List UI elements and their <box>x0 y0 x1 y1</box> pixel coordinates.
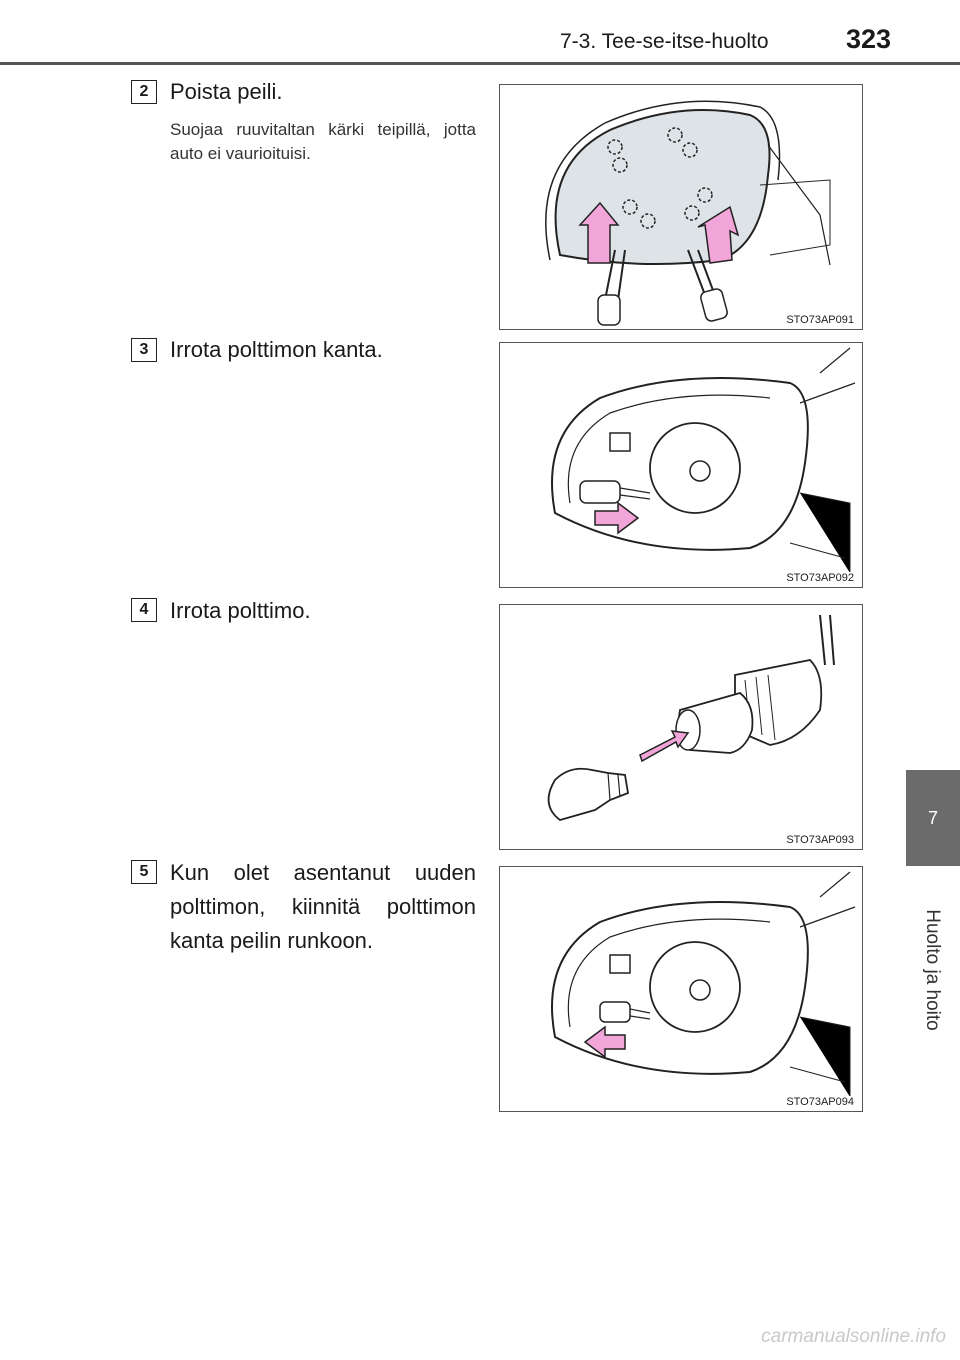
step-number-badge: 2 <box>131 80 157 104</box>
header-divider <box>0 62 960 65</box>
watermark: carmanualsonline.info <box>761 1326 946 1347</box>
mirror-glass-illustration <box>545 100 831 326</box>
step-note: Suojaa ruuvitaltan kärki teipillä, jotta… <box>170 120 476 163</box>
step-number-badge: 4 <box>131 598 157 622</box>
page-number: 323 <box>846 24 892 54</box>
figure-remove-mirror: STO73AP091 <box>499 84 863 330</box>
step-instruction: Poista peili. <box>170 79 283 104</box>
mirror-housing-illustration <box>551 871 856 1097</box>
step-number-badge: 3 <box>131 338 157 362</box>
chapter-label: Huolto ja hoito <box>922 909 943 1031</box>
figure-remove-bulb: STO73AP093 <box>499 604 863 850</box>
bulb-illustration <box>547 614 835 821</box>
figure-code: STO73AP091 <box>784 314 856 326</box>
step-instruction: Irrota polttimo. <box>170 598 311 623</box>
step-number-badge: 5 <box>131 860 157 884</box>
figure-code: STO73AP094 <box>784 1096 856 1108</box>
section-title: 7-3. Tee-se-itse-huolto <box>560 30 769 53</box>
figure-remove-bulb-socket: STO73AP092 <box>499 342 863 588</box>
figure-code: STO73AP092 <box>784 572 856 584</box>
chapter-tab: 7 <box>906 770 960 866</box>
step-instruction: Kun olet asentanut uuden polttimon, kiin… <box>170 860 476 953</box>
mirror-housing-illustration <box>551 347 856 573</box>
figure-install-socket: STO73AP094 <box>499 866 863 1112</box>
figure-code: STO73AP093 <box>784 834 856 846</box>
step-instruction: Irrota polttimon kanta. <box>170 337 383 362</box>
